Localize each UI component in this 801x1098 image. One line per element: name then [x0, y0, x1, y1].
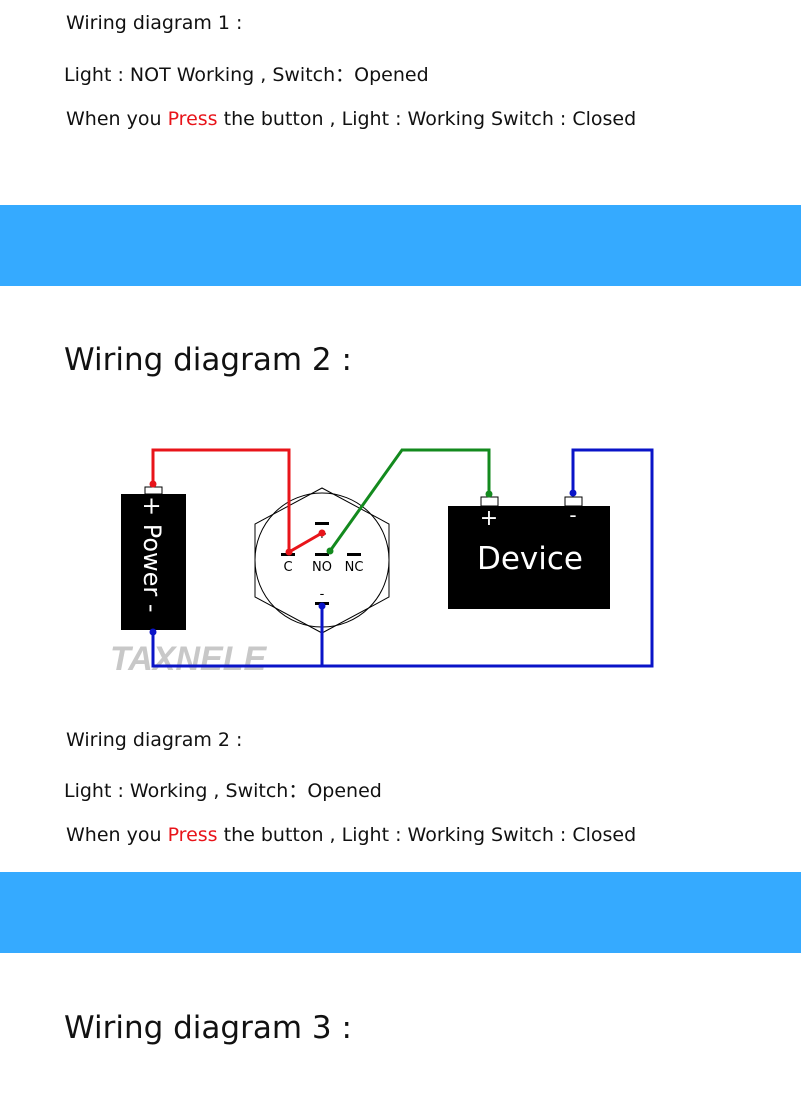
- watermark: TAXNELE: [110, 640, 267, 678]
- pin-no-label: NO: [312, 560, 332, 575]
- pin-nc-label: NC: [345, 560, 364, 575]
- section2-press-text: When you Press the button , Light : Work…: [66, 824, 636, 846]
- positive-wire: [151, 448, 323, 555]
- section1-title: Wiring diagram 1 :: [66, 12, 243, 34]
- device-plus-label: +: [480, 506, 498, 531]
- device-minus-label: -: [569, 503, 576, 527]
- text: the button , Light : Working Switch : Cl…: [217, 108, 637, 130]
- section2-heading: Wiring diagram 2 :: [64, 342, 352, 378]
- section2-title: Wiring diagram 2 :: [66, 729, 243, 751]
- signal-wire: [328, 448, 491, 552]
- device-label: Device: [477, 541, 583, 577]
- wiring-diagram: TAXNELE + Power - + C NO NC - + - Device: [110, 448, 654, 678]
- section1-press-text: When you Press the button , Light : Work…: [66, 108, 636, 130]
- press-highlight: Press: [167, 824, 218, 846]
- section1-state: Light : NOT Working , Switch：Opened: [64, 64, 429, 86]
- power-label: + Power -: [138, 496, 166, 613]
- text: When you: [66, 108, 168, 130]
- divider-bar: [0, 205, 801, 286]
- press-highlight: Press: [167, 108, 218, 130]
- section3-heading: Wiring diagram 3 :: [64, 1010, 352, 1046]
- divider-bar: [0, 872, 801, 953]
- text: When you: [66, 824, 168, 846]
- section2-state: Light : Working , Switch：Opened: [64, 780, 382, 802]
- power-box: [121, 494, 186, 630]
- power-plus-terminal: [144, 486, 163, 495]
- negative-wire: [151, 448, 654, 668]
- switch-minus-label: -: [320, 587, 325, 602]
- device-box: [448, 506, 610, 609]
- pin-c-label: C: [283, 560, 292, 575]
- text: the button , Light : Working Switch : Cl…: [217, 824, 637, 846]
